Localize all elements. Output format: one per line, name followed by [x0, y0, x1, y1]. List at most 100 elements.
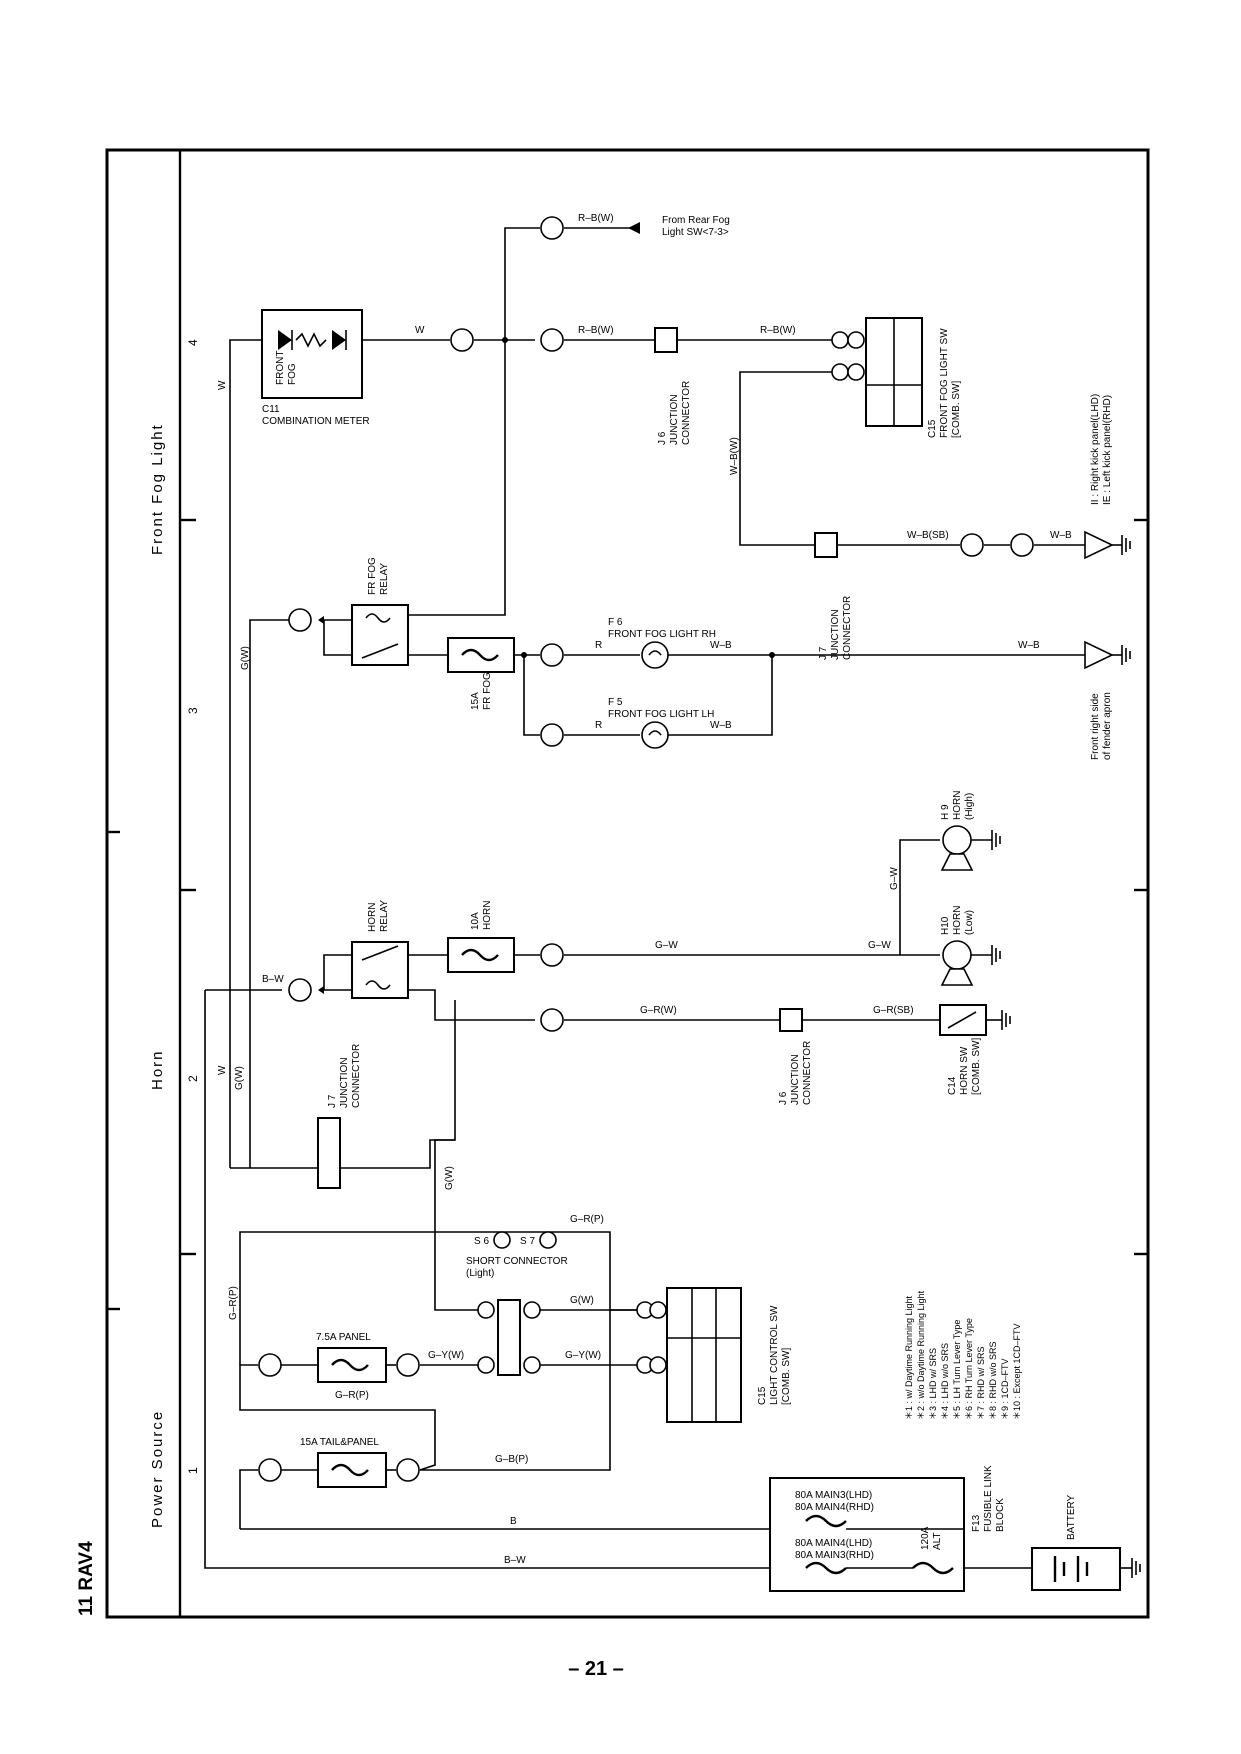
f6-id: F 6 [608, 617, 623, 628]
front-fog-light-rh [641, 641, 669, 669]
diagram-frame [105, 148, 1150, 1619]
h10-type: (Low) [964, 910, 975, 935]
wire-b: B [510, 1516, 517, 1527]
j6-horn-name-1: JUNCTION [790, 1054, 801, 1105]
grid-4: 4 [186, 339, 200, 346]
wire-w-fog: W [217, 380, 228, 390]
grid-2: 2 [186, 1075, 200, 1082]
horn-low [942, 940, 972, 970]
section-power-source: Power Source [149, 1410, 166, 1528]
fuse-fog: 15A [470, 692, 481, 710]
wire-wb-ea: W–B [1018, 640, 1040, 651]
wire-wb-ground: W–B [1050, 530, 1072, 541]
j7-left-name-2: CONNECTOR [351, 1044, 362, 1108]
f5-name: FRONT FOG LIGHT LH [608, 709, 714, 720]
fuse-horn: 10A [470, 912, 481, 930]
battery [1031, 1547, 1121, 1591]
front-fog-label: FRONT [275, 351, 286, 385]
j6-horn-id: J 6 [778, 1091, 789, 1105]
c15-light-name: LIGHT CONTROL SW [769, 1305, 780, 1405]
j6-fog-id: J 6 [657, 431, 668, 445]
legend-10: ＊10 : Except 1CD–FTV [1012, 1323, 1022, 1420]
j6-fog-name-1: JUNCTION [669, 394, 680, 445]
light-control-switch [666, 1287, 742, 1423]
j7-fog-name-2: CONNECTOR [842, 596, 853, 660]
wire-gw-paren-lower: G(W) [234, 1066, 245, 1090]
legend-8: ＊8 : RHD w/o SRS [988, 1341, 998, 1420]
h10-name: HORN [952, 906, 963, 935]
wire-gw-mid: G–W [655, 940, 678, 951]
fusible-link-block [769, 1477, 965, 1592]
fuse-main4-rhd: 80A MAIN4(RHD) [795, 1502, 874, 1513]
horn-high [942, 825, 972, 855]
model-label: 11 RAV4 [76, 1541, 97, 1616]
fuse-alt-amp: 120A [920, 1526, 931, 1550]
wire-gr-p-left: G–R(P) [228, 1286, 239, 1320]
h9-type: (High) [964, 793, 975, 820]
wire-r-rh: R [595, 640, 602, 651]
short-connector-light: (Light) [466, 1268, 494, 1279]
fr-fog-relay-label-2: RELAY [379, 563, 390, 595]
f13-name-1: FUSIBLE LINK [983, 1465, 994, 1532]
j7-left-name-1: JUNCTION [339, 1057, 350, 1108]
c15-fog-id: C15 [927, 419, 938, 438]
c14-comb: [COMB. SW] [971, 1038, 982, 1095]
legend-3: ＊3 : LHD w/ SRS [928, 1348, 938, 1420]
h10-id: H10 [940, 916, 951, 935]
fog-label: FOG [287, 363, 298, 385]
s6-id: S 6 [474, 1236, 489, 1247]
section-horn: Horn [149, 1049, 166, 1090]
legend-2: ＊2 : w/o Daytime Running Light [916, 1290, 926, 1420]
f5-id: F 5 [608, 697, 623, 708]
horn-relay-label-2: RELAY [379, 900, 390, 932]
fuse-alt: ALT [932, 1532, 943, 1550]
c11-name: COMBINATION METER [262, 416, 370, 427]
section-front-fog-light: Front Fog Light [149, 423, 166, 555]
wire-gb-p: G–B(P) [495, 1454, 528, 1465]
j6-fog-name-2: CONNECTOR [681, 381, 692, 445]
battery-label: BATTERY [1066, 1494, 1077, 1540]
fuse-main4-lhd: 80A MAIN4(LHD) [795, 1538, 872, 1549]
f6-name: FRONT FOG LIGHT RH [608, 629, 716, 640]
short-connector-label: SHORT CONNECTOR [466, 1256, 568, 1267]
from-rear-fog-1: From Rear Fog [662, 215, 730, 226]
c11-id: C11 [262, 404, 280, 415]
c14-id: C14 [947, 1076, 958, 1095]
wire-gw-paren-right: G(W) [570, 1295, 594, 1306]
horn-relay [351, 941, 409, 999]
wire-gr-p-top: G–R(P) [570, 1214, 604, 1225]
wire-gy-w-left: G–Y(W) [428, 1350, 464, 1361]
wire-gr-p-mid: G–R(P) [335, 1390, 369, 1401]
front-fog-light-lh [641, 721, 669, 749]
grid-1: 1 [186, 1467, 200, 1474]
s7-id: S 7 [520, 1236, 535, 1247]
wire-gw-paren-fog: G(W) [240, 646, 251, 670]
j6-horn-name-2: CONNECTOR [802, 1041, 813, 1105]
wire-rb-w-top: R–B(W) [578, 213, 614, 224]
wire-gr-w: G–R(W) [640, 1005, 677, 1016]
wire-w-horn: W [217, 1065, 228, 1075]
wire-wb-lh: W–B [710, 720, 732, 731]
fuse-main3-rhd: 80A MAIN3(RHD) [795, 1550, 874, 1561]
page-number: – 21 – [568, 1658, 624, 1680]
ground-ie: IE : Left kick panel(RHD) [1102, 395, 1113, 505]
ground-ea-2: of fender apron [1102, 692, 1113, 760]
c15-light-id: C15 [757, 1386, 768, 1405]
from-rear-fog-2: Light SW<7-3> [662, 227, 729, 238]
wire-gy-w-right: G–Y(W) [565, 1350, 601, 1361]
h9-id: H 9 [940, 804, 951, 820]
wire-wb-w: W–B(W) [729, 437, 740, 475]
wire-wb-rh: W–B [710, 640, 732, 651]
f13-id: F13 [971, 1514, 982, 1532]
h9-name: HORN [952, 791, 963, 820]
fuse-tail-panel: 15A TAIL&PANEL [300, 1437, 379, 1448]
wire-rb-w-2: R–B(W) [760, 325, 796, 336]
combination-meter [261, 309, 363, 399]
f13-name-2: BLOCK [995, 1498, 1006, 1532]
ground-ii: II : Right kick panel(LHD) [1090, 394, 1101, 505]
legend-4: ＊4 : LHD w/o SRS [940, 1343, 950, 1420]
grid-3: 3 [186, 707, 200, 714]
c15-fog-name: FRONT FOG LIGHT SW [939, 328, 950, 438]
wire-gw-right: G–W [868, 940, 891, 951]
